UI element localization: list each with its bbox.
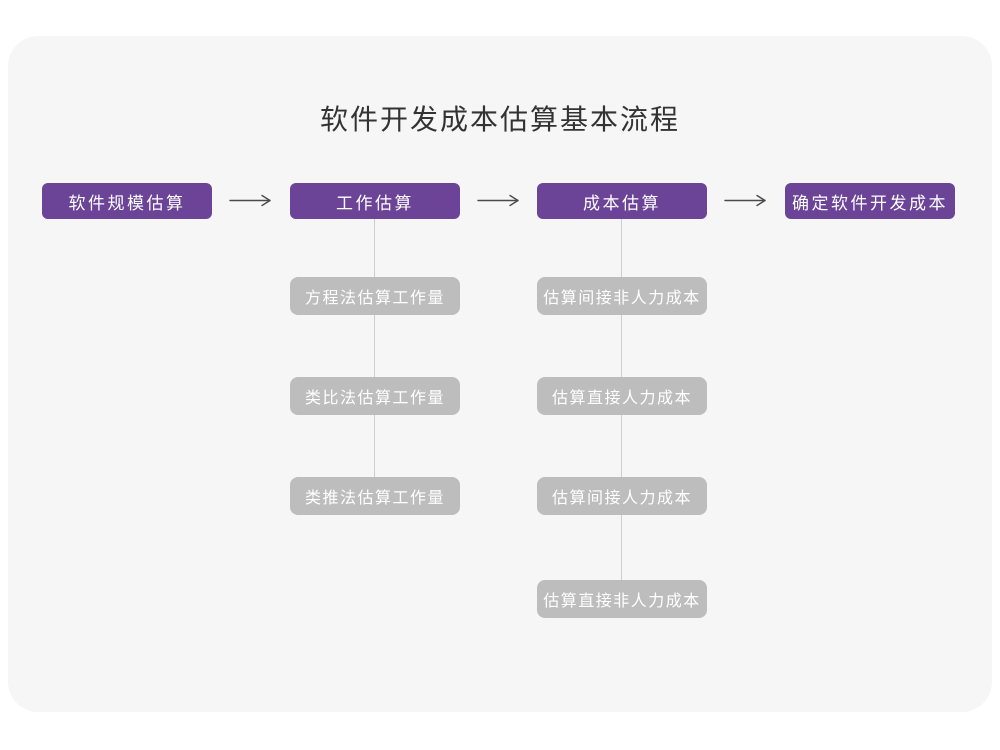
cost-step-indirect-nonlabor-node: 估算间接非人力成本 xyxy=(537,277,707,315)
cost-step-indirect-labor-node: 估算间接人力成本 xyxy=(537,477,707,515)
cost-step-direct-labor-node: 估算直接人力成本 xyxy=(537,377,707,415)
right-arrow-icon xyxy=(477,194,519,207)
flow-step-label: 确定软件开发成本 xyxy=(792,193,948,213)
flow-step-label: 软件规模估算 xyxy=(68,193,186,213)
work-method-analogy-node: 类比法估算工作量 xyxy=(290,377,460,415)
right-arrow-icon xyxy=(229,194,271,207)
diagram-card xyxy=(8,36,992,712)
flow-step-cost-estimation: 成本估算 xyxy=(537,183,707,219)
cost-step-direct-nonlabor-node: 估算直接非人力成本 xyxy=(537,580,707,618)
work-method-equation-node: 方程法估算工作量 xyxy=(290,277,460,315)
flow-step-determine-software-dev-cost: 确定软件开发成本 xyxy=(785,183,955,219)
right-arrow-icon xyxy=(724,194,766,207)
method-node-label: 方程法估算工作量 xyxy=(304,290,445,307)
method-node-label: 类比法估算工作量 xyxy=(304,390,445,407)
cost-node-label: 估算直接人力成本 xyxy=(551,390,692,407)
method-node-label: 类推法估算工作量 xyxy=(304,490,445,507)
cost-node-label: 估算直接非人力成本 xyxy=(543,593,701,610)
flow-step-work-estimation: 工作估算 xyxy=(290,183,460,219)
connector-line-work-estimation xyxy=(374,219,375,496)
flow-step-label: 工作估算 xyxy=(336,193,414,213)
flow-step-software-scale-estimation: 软件规模估算 xyxy=(42,183,212,219)
cost-node-label: 估算间接人力成本 xyxy=(551,490,692,507)
diagram-title: 软件开发成本估算基本流程 xyxy=(319,104,680,135)
work-method-extrapolation-node: 类推法估算工作量 xyxy=(290,477,460,515)
flow-step-label: 成本估算 xyxy=(583,193,661,213)
cost-node-label: 估算间接非人力成本 xyxy=(543,290,701,307)
